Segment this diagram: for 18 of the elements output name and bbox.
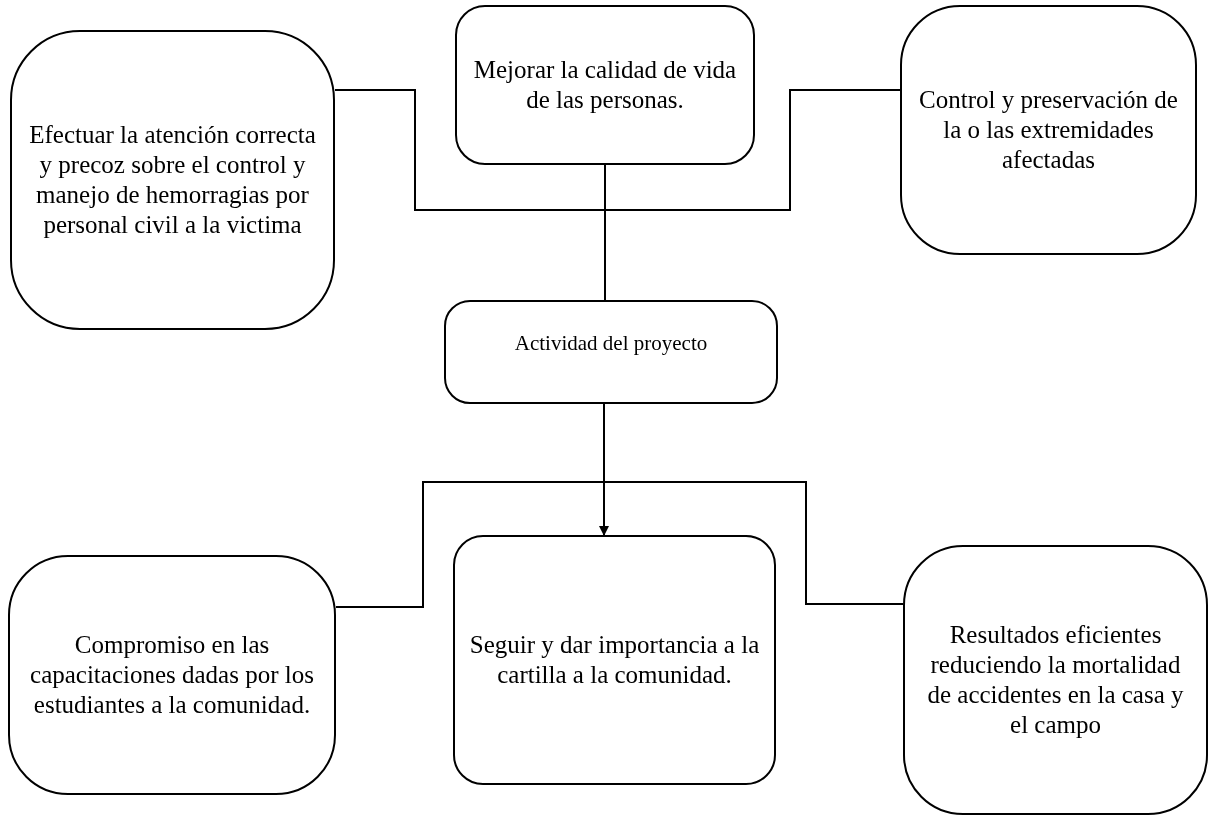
rounded-box bbox=[444, 300, 778, 404]
connector-line bbox=[334, 89, 901, 211]
rounded-box bbox=[453, 535, 776, 785]
box-text: Resultados eficientes reduciendo la mortalidad de accidentes en la casa y el campo bbox=[926, 620, 1185, 740]
box-text: Actividad del proyecto bbox=[514, 330, 708, 357]
connector-line bbox=[604, 164, 606, 301]
box-text: Seguir y dar importancia a la cartilla a la comunidad. bbox=[468, 630, 761, 690]
box-text: Mejorar la calidad de vida de las personas. bbox=[472, 55, 738, 115]
box-text: Control y preservación de la o las extremidades afectadas bbox=[918, 85, 1179, 175]
connector-line bbox=[335, 481, 904, 608]
rounded-box bbox=[10, 30, 335, 330]
box-text: Compromiso en las capacitaciones dadas por los estudiantes a la comunidad. bbox=[29, 630, 315, 720]
rounded-box bbox=[900, 5, 1197, 255]
connector-line bbox=[599, 403, 609, 536]
rounded-box bbox=[8, 555, 336, 795]
box-text: Efectuar la atención correcta y precoz sobre el control y manejo de hemorragias por personal civil a la victima bbox=[28, 120, 317, 240]
rounded-box bbox=[455, 5, 755, 165]
rounded-box bbox=[903, 545, 1208, 815]
